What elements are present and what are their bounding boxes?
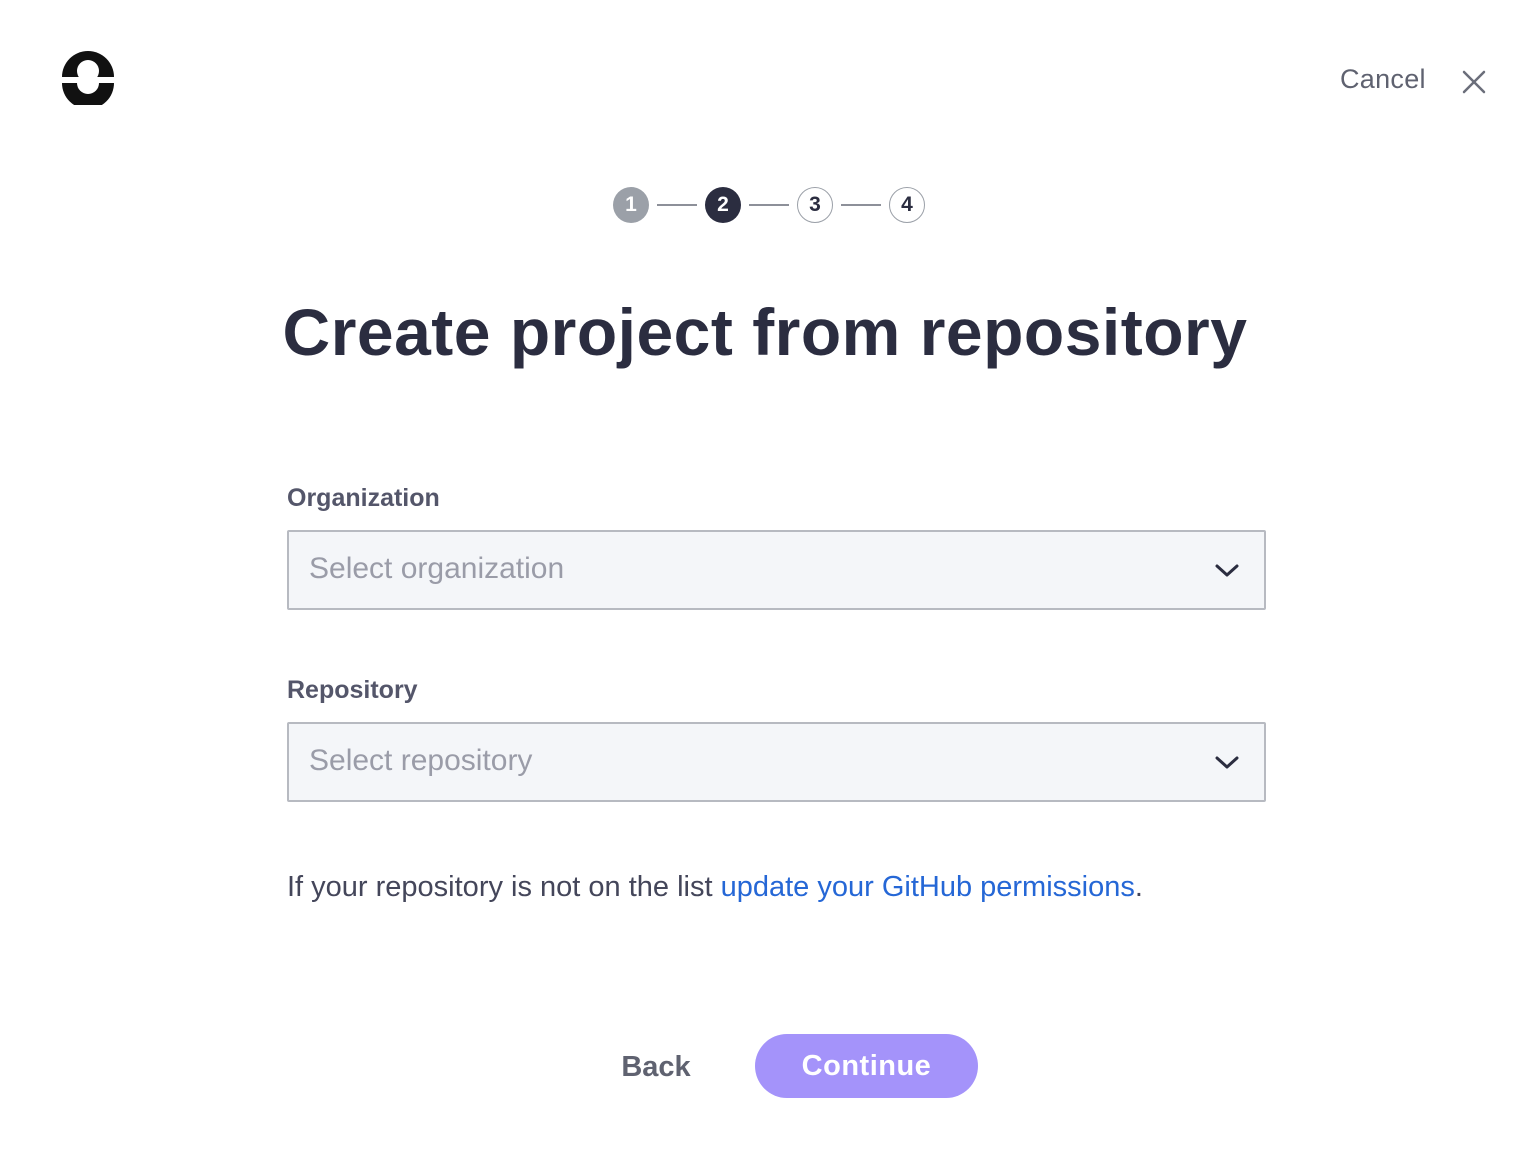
help-suffix: . [1134, 871, 1143, 903]
repository-label: Repository [287, 676, 418, 704]
step-4: 4 [889, 187, 925, 223]
organization-label: Organization [287, 484, 440, 512]
step-3: 3 [797, 187, 833, 223]
close-icon[interactable] [1460, 68, 1488, 96]
back-button[interactable]: Back [621, 1050, 691, 1083]
step-connector [841, 204, 881, 206]
github-permissions-link[interactable]: update your GitHub permissions [720, 871, 1135, 903]
step-2: 2 [705, 187, 741, 223]
ring-logo-icon[interactable] [60, 49, 116, 109]
step-connector [657, 204, 697, 206]
permissions-help: If your repository is not on the list up… [287, 871, 1143, 904]
continue-button[interactable]: Continue [755, 1034, 978, 1098]
cancel-link[interactable]: Cancel [1340, 64, 1426, 94]
step-connector [749, 204, 789, 206]
help-text: If your repository is not on the list [287, 871, 713, 903]
organization-placeholder: Select organization [309, 552, 565, 585]
organization-select[interactable]: Select organization [287, 530, 1266, 610]
chevron-down-icon [1214, 752, 1240, 772]
progress-stepper: 1 2 3 4 [613, 187, 925, 223]
repository-select[interactable]: Select repository [287, 722, 1266, 802]
repository-placeholder: Select repository [309, 744, 533, 777]
chevron-down-icon [1214, 560, 1240, 580]
page-title: Create project from repository [282, 295, 1248, 369]
step-1: 1 [613, 187, 649, 223]
